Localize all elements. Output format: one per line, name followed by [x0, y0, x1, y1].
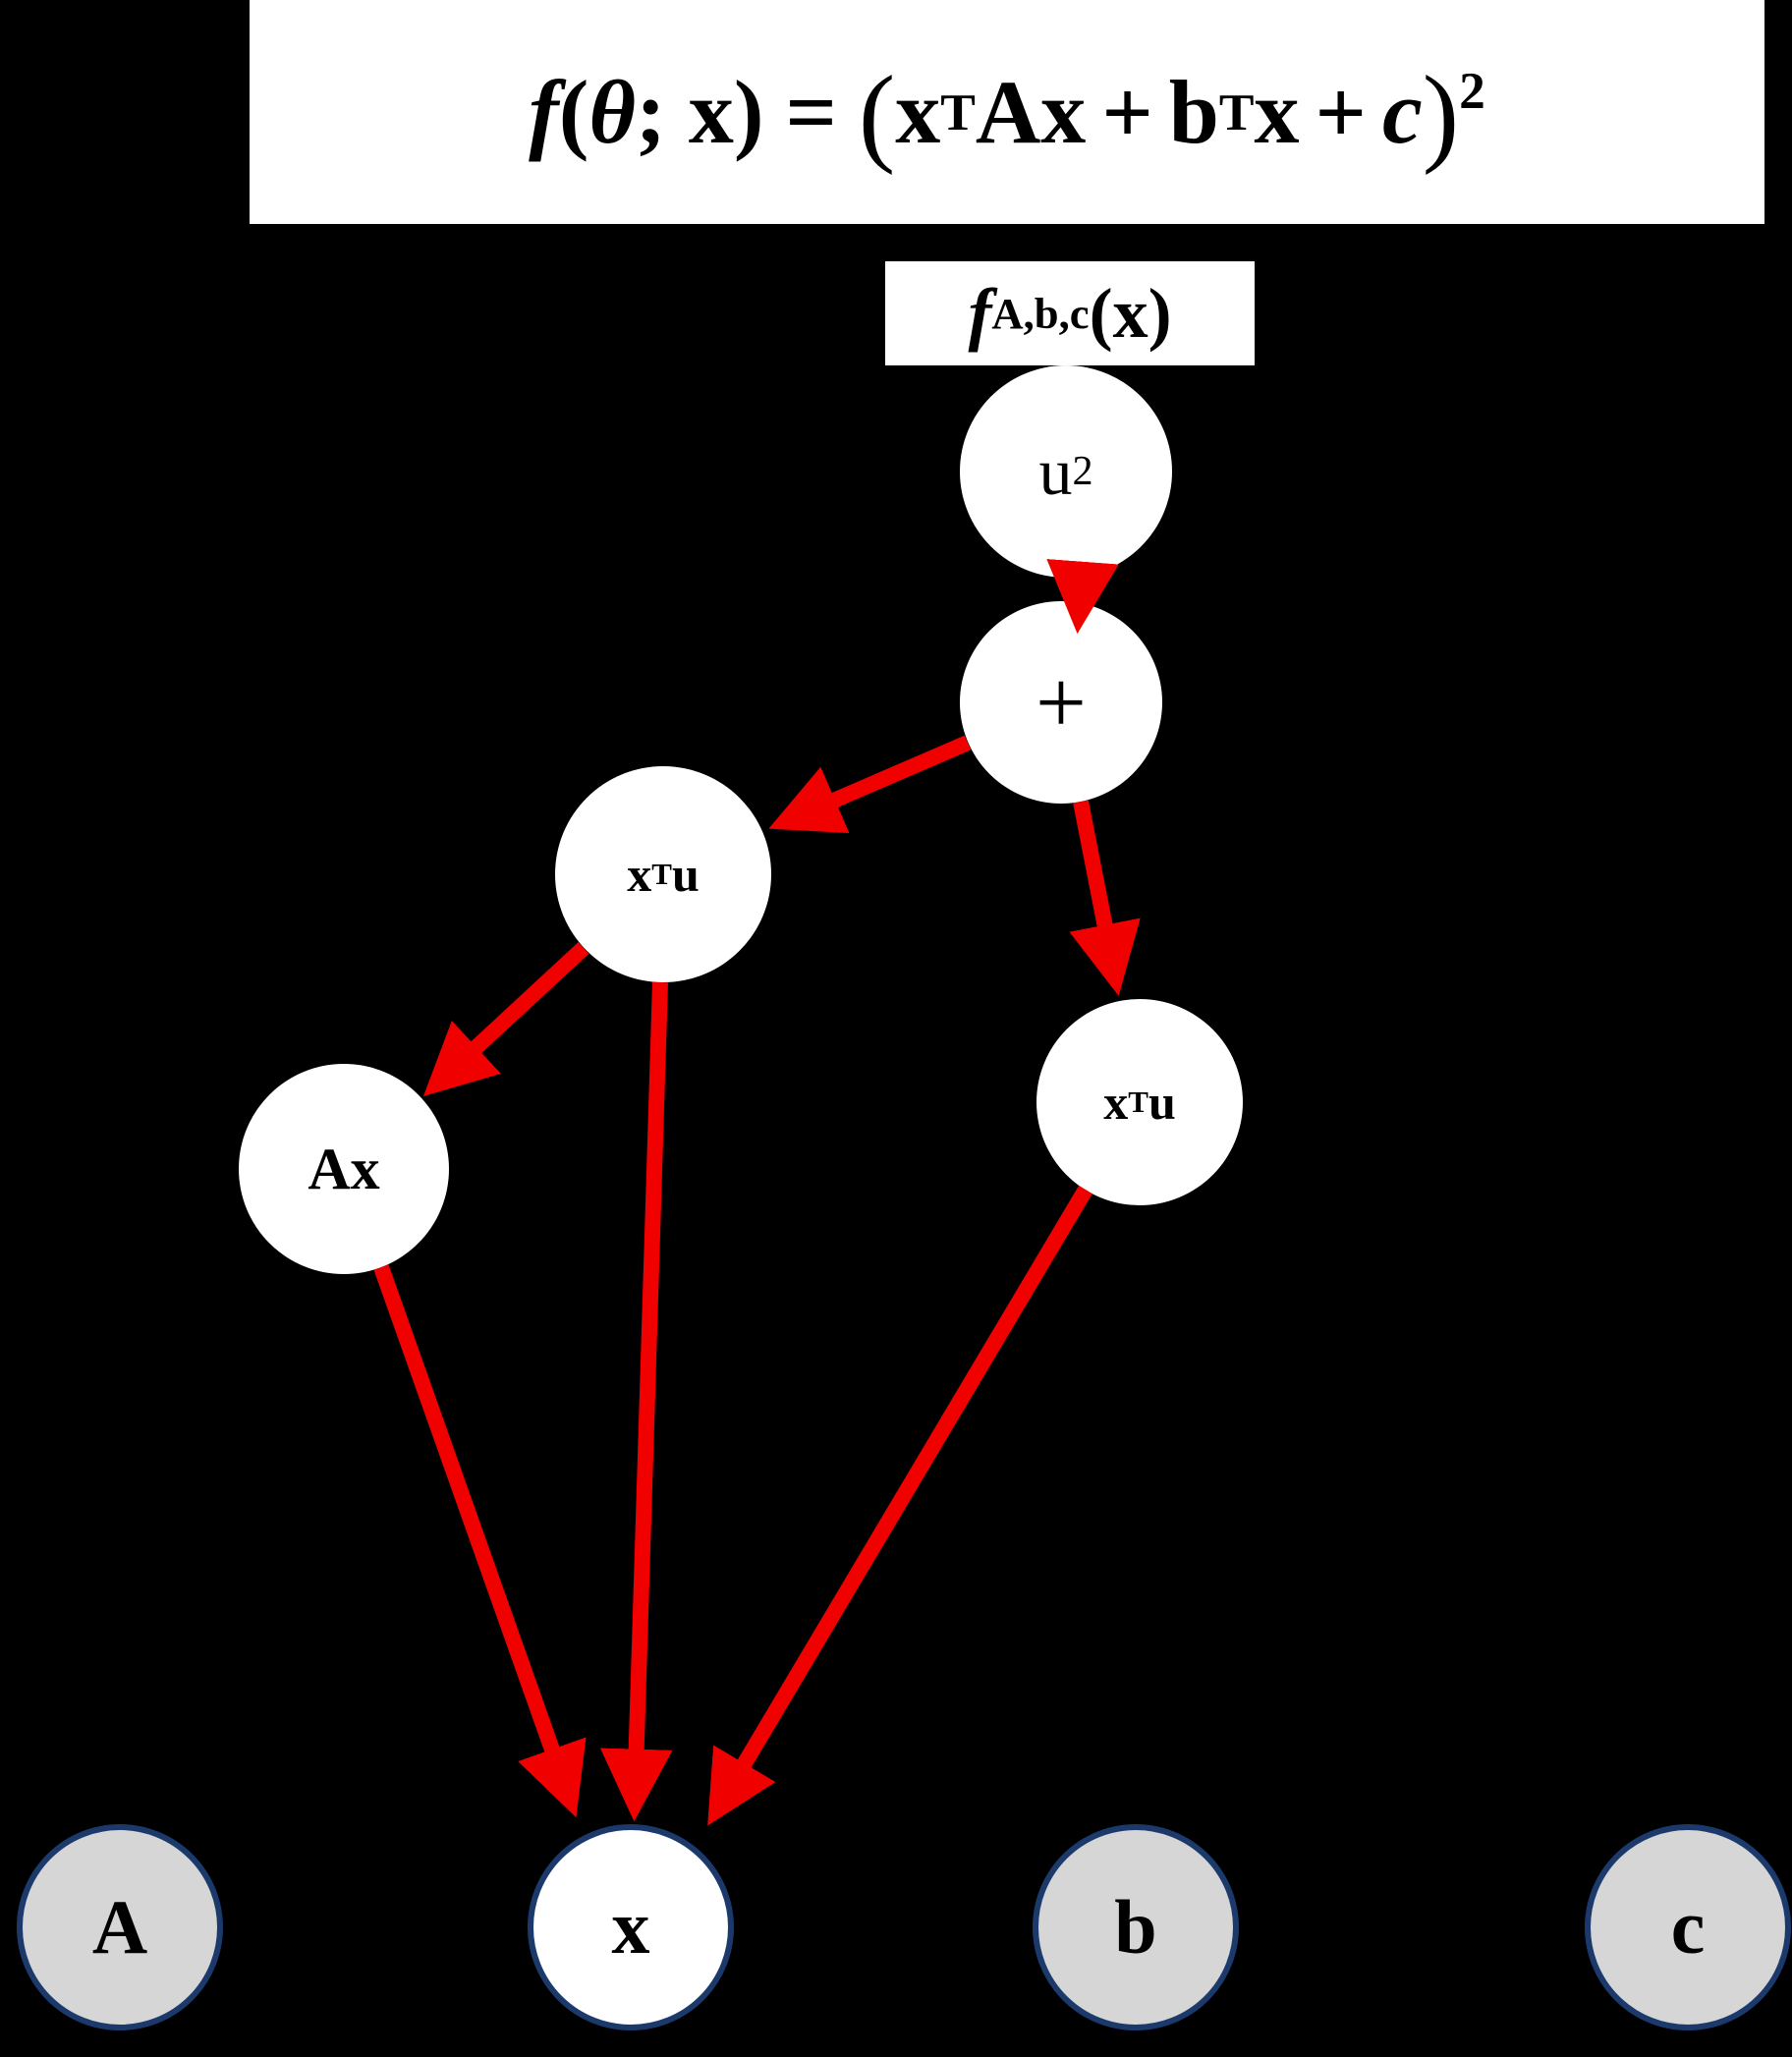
input-node-x-label: x: [611, 1884, 650, 1970]
node-u-squared-label: u: [1038, 433, 1073, 509]
input-node-b: b: [1033, 1824, 1239, 2030]
input-node-x: x: [528, 1824, 734, 2030]
node-xtu-right-u: u: [1148, 1075, 1176, 1130]
input-node-b-label: b: [1114, 1884, 1157, 1970]
formula-c: c: [1381, 62, 1423, 162]
edge-ax-to-x: [373, 1264, 587, 1818]
input-node-c: c: [1585, 1824, 1791, 2030]
node-plus-label: +: [1036, 652, 1087, 752]
formula-arg-x: x: [688, 62, 734, 162]
label-arg: x: [1112, 273, 1148, 353]
formula-b: b: [1168, 62, 1219, 162]
edge-xtu-right-to-x: [707, 1185, 1092, 1826]
formula-equals: =: [785, 62, 837, 162]
formula-plus-2: +: [1315, 62, 1367, 162]
input-node-a-label: A: [91, 1884, 148, 1970]
formula-plus-1: +: [1101, 62, 1153, 162]
edge-xtu-left-to-x: [599, 981, 673, 1822]
formula-f: f: [529, 62, 559, 162]
label-f: f: [968, 273, 992, 353]
formula-close-paren: ): [1422, 53, 1460, 176]
formula-semicolon: ;: [636, 62, 666, 162]
node-xtu-right-x: x: [1103, 1075, 1129, 1130]
node-ax-label: Ax: [308, 1136, 380, 1201]
edge-xtu-left-to-ax: [422, 942, 589, 1097]
edge-plus-to-xtu-right: [1069, 800, 1141, 996]
node-xtu-left-u: u: [671, 847, 700, 902]
formula-open-paren: (: [858, 53, 896, 176]
formula-theta: θ: [588, 62, 637, 162]
label-open: (: [1089, 273, 1113, 353]
node-plus: +: [960, 601, 1162, 804]
formula-open-args: (: [558, 62, 589, 162]
formula-close-args: ): [733, 62, 764, 162]
node-ax: Ax: [239, 1064, 449, 1274]
node-xtu-left-x: x: [627, 847, 652, 902]
formula-x1: x: [895, 62, 941, 162]
input-node-a: A: [17, 1824, 223, 2030]
edge-plus-to-xtu-left: [768, 735, 972, 834]
formula-Ax: Ax: [975, 62, 1087, 162]
label-close: ): [1148, 273, 1172, 353]
input-node-c-label: c: [1670, 1884, 1706, 1970]
formula-x2: x: [1254, 62, 1300, 162]
